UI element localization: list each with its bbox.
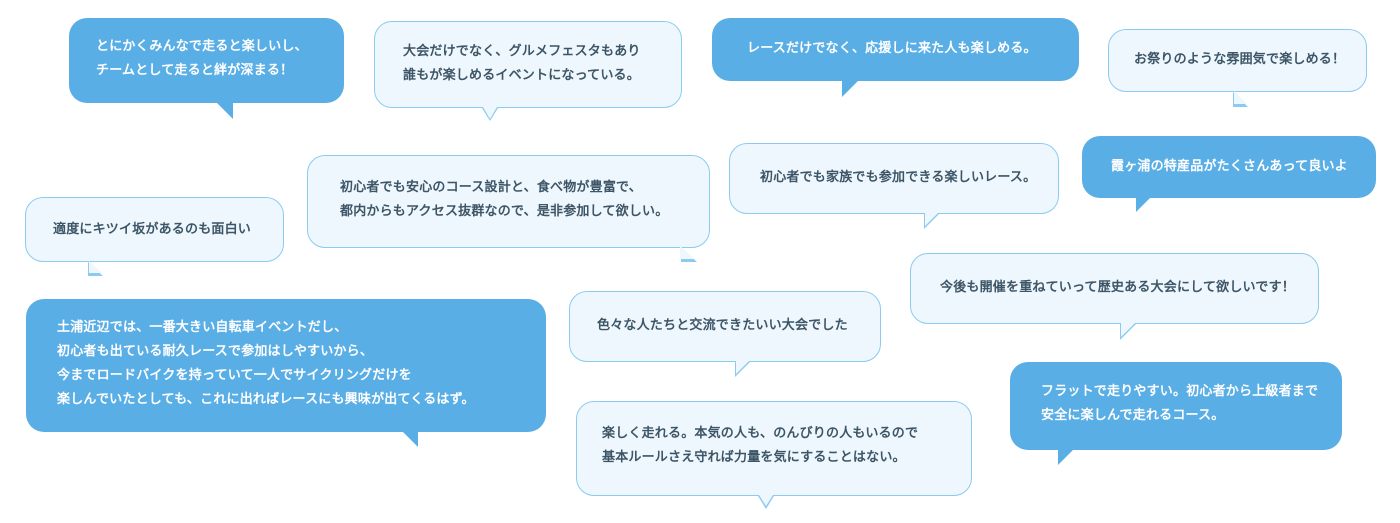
comment-bubble: 楽しく走れる。本気の人も、のんびりの人もいるので 基本ルールさえ守れば力量を気に…	[576, 401, 972, 509]
speech-tail	[402, 431, 418, 447]
comment-text: 今後も開催を重ねていって歴史ある大会にして欲しいです！	[940, 280, 1295, 295]
comment-bubble: 霞ヶ浦の特産品がたくさんあって良いよ	[1082, 136, 1376, 212]
comment-bubble: 適度にキツイ坂があるのも面白い	[25, 197, 284, 276]
speech-tail	[89, 261, 102, 273]
comment-text: 初心者でも家族でも参加できる楽しいレース。	[760, 170, 1037, 185]
comment-text: 楽しんでいたとしても、これに出ればレースにも興味が出てくるはず。	[57, 392, 475, 407]
comment-text: 安全に楽しんで走れるコース。	[1041, 408, 1225, 423]
comment-text: 大会だけでなく、グルメフェスタもあり	[403, 44, 641, 59]
comment-bubble: 大会だけでなく、グルメフェスタもあり 誰もが楽しめるイベントになっている。	[374, 21, 682, 121]
comment-text: お祭りのような雰囲気で楽しめる！	[1134, 52, 1346, 67]
comment-bubble: お祭りのような雰囲気で楽しめる！	[1108, 29, 1367, 107]
speech-tail	[925, 213, 938, 226]
comment-text: 今までロードバイクを持っていて一人でサイクリングだけを	[57, 368, 412, 383]
comment-text: 都内からもアクセス抜群なので、是非参加して欲しい。	[340, 204, 669, 219]
comment-text: フラットで走りやすい。初心者から上級者まで	[1041, 384, 1319, 399]
speech-tail	[759, 495, 773, 506]
comment-text: 基本ルールさえ守れば力量を気にすることはない。	[602, 450, 906, 465]
comment-bubble: レースだけでなく、応援しに来た人も楽しめる。	[712, 18, 1079, 97]
comment-text: 色々な人たちと交流できたいい大会でした	[597, 318, 848, 333]
comment-text: 土浦近辺では、一番大きい自転車イベントだし、	[57, 320, 348, 335]
speech-tail	[483, 107, 497, 119]
speech-tail	[680, 246, 694, 259]
speech-tail	[1136, 197, 1151, 212]
comment-bubble: 色々な人たちと交流できたいい大会でした	[569, 291, 881, 377]
comment-bubble: 初心者でも安心のコース設計と、食べ物が豊富で、 都内からもアクセス抜群なので、是…	[307, 155, 710, 262]
speech-tail	[1058, 449, 1074, 465]
speech-tail	[217, 103, 233, 119]
comment-bubble: 今後も開催を重ねていって歴史ある大会にして欲しいです！	[910, 253, 1319, 340]
comment-text: 霞ヶ浦の特産品がたくさんあって良いよ	[1111, 159, 1348, 174]
comment-bubble: 土浦近辺では、一番大きい自転車イベントだし、 初心者も出ている耐久レースで参加は…	[26, 299, 546, 447]
comment-bubble: 初心者でも家族でも参加できる楽しいレース。	[729, 143, 1059, 229]
comment-text: レースだけでなく、応援しに来た人も楽しめる。	[747, 41, 1037, 56]
comment-text: とにかくみんなで走ると楽しいし、	[96, 39, 308, 54]
comment-text: 初心者も出ている耐久レースで参加はしやすいから、	[57, 344, 374, 359]
comment-text: 誰もが楽しめるイベントになっている。	[403, 68, 640, 83]
comment-text: チームとして走ると絆が深まる！	[96, 63, 294, 78]
speech-tail	[1121, 323, 1135, 337]
comment-bubble: フラットで走りやすい。初心者から上級者まで 安全に楽しんで走れるコース。	[1010, 362, 1342, 465]
speech-tail	[736, 361, 749, 374]
speech-tail	[1234, 91, 1247, 104]
comment-text: 適度にキツイ坂があるのも面白い	[53, 222, 252, 237]
comment-text: 初心者でも安心のコース設計と、食べ物が豊富で、	[340, 180, 642, 195]
speech-tail	[842, 80, 859, 97]
comment-text: 楽しく走れる。本気の人も、のんびりの人もいるので	[602, 426, 919, 441]
comment-bubble: とにかくみんなで走ると楽しいし、 チームとして走ると絆が深まる！	[69, 18, 344, 119]
